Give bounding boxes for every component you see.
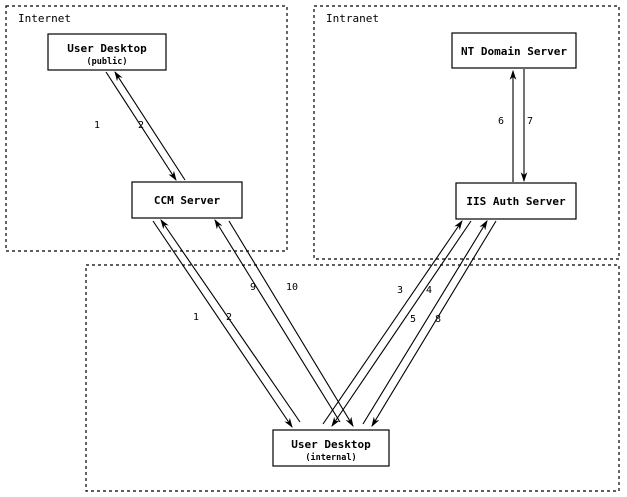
flow-line-1-public <box>105 71 177 181</box>
flow-label-5: 5 <box>410 314 416 325</box>
flow-group-ccm-internal-12 <box>152 219 301 428</box>
node-box-user-desktop-public[interactable] <box>47 33 167 71</box>
node-box-ccm-server[interactable] <box>131 181 243 219</box>
node-iis-auth-server[interactable]: IIS Auth Server <box>455 182 577 220</box>
zone-internet-label: Internet <box>18 12 71 25</box>
flow-label-1-public: 1 <box>94 120 100 131</box>
flow-group-iis-internal-58 <box>362 220 497 427</box>
flow-line-1-internal <box>152 220 293 428</box>
flow-line-2-public <box>114 71 186 181</box>
node-user-desktop-internal[interactable]: User Desktop (internal) <box>272 429 390 467</box>
flow-label-2-internal: 2 <box>226 312 232 323</box>
flow-group-iis-internal-34 <box>322 220 472 427</box>
node-title-user-desktop-public: User Desktop <box>67 42 147 55</box>
flow-label-1-internal: 1 <box>193 312 199 323</box>
flow-group-public-ccm <box>105 71 186 181</box>
flow-group-nt-iis <box>509 69 528 183</box>
node-ccm-server[interactable]: CCM Server <box>131 181 243 219</box>
flow-line-9 <box>214 219 341 423</box>
flow-label-6: 6 <box>498 116 504 127</box>
flow-label-9: 9 <box>250 282 256 293</box>
flow-line-8 <box>371 220 497 427</box>
flow-line-3 <box>322 220 463 425</box>
zone-internet-boundary <box>5 5 288 252</box>
node-box-user-desktop-internal[interactable] <box>272 429 390 467</box>
flow-line-4 <box>331 220 472 427</box>
node-subtitle-user-desktop-internal: (internal) <box>305 452 356 463</box>
flow-label-8: 8 <box>435 314 441 325</box>
flow-line-5 <box>362 220 488 425</box>
flow-line-2-internal <box>160 219 301 423</box>
zone-internal-boundary <box>85 264 620 492</box>
zone-intranet-label: Intranet <box>326 12 379 25</box>
flow-label-7: 7 <box>527 116 533 127</box>
node-title-ccm-server: CCM Server <box>154 194 221 207</box>
node-title-iis-auth-server: IIS Auth Server <box>466 195 566 208</box>
flow-label-2-public: 2 <box>138 120 144 131</box>
node-box-nt-domain-server[interactable] <box>451 32 577 69</box>
node-title-nt-domain-server: NT Domain Server <box>461 45 567 58</box>
node-user-desktop-public[interactable]: User Desktop (public) <box>47 33 167 71</box>
node-box-iis-auth-server[interactable] <box>455 182 577 220</box>
flow-label-4: 4 <box>426 285 432 296</box>
node-title-user-desktop-internal: User Desktop <box>291 438 371 451</box>
flow-group-ccm-internal-910 <box>214 219 354 427</box>
zone-intranet-boundary <box>313 5 620 260</box>
flow-line-10 <box>228 220 354 427</box>
flow-label-3: 3 <box>397 285 403 296</box>
flow-label-10: 10 <box>286 282 298 293</box>
node-nt-domain-server[interactable]: NT Domain Server <box>451 32 577 69</box>
node-subtitle-user-desktop-public: (public) <box>87 56 128 67</box>
